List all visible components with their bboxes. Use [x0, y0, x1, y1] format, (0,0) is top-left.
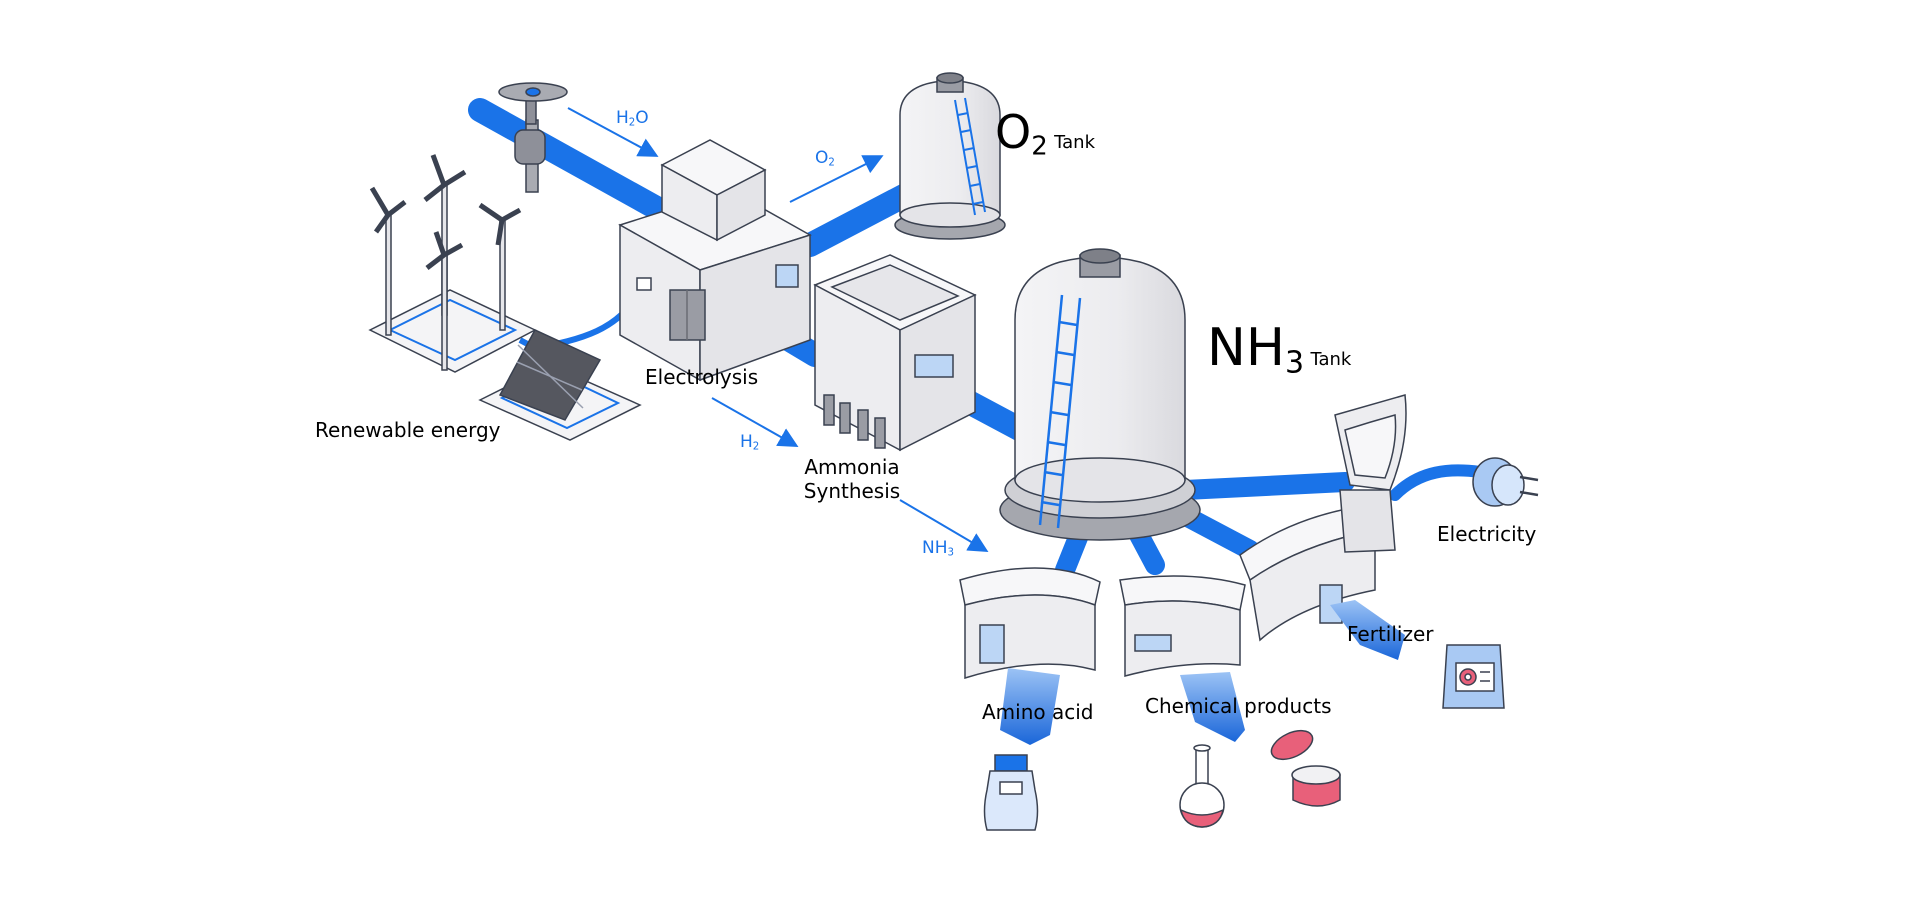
wind-turbine-icon — [478, 202, 522, 331]
o2-tank-label: O2 Tank — [995, 105, 1095, 162]
nh3-tank-word: Tank — [1310, 349, 1352, 370]
flow-arrows — [567, 107, 989, 553]
h2o-a: H — [616, 108, 629, 128]
h2-flow-label: H2 — [740, 432, 759, 453]
chemical-plant — [1119, 575, 1246, 677]
o2-a: O — [815, 148, 829, 168]
o2-flow-label: O2 — [815, 148, 835, 169]
ammonia-synthesis-building — [813, 254, 977, 452]
ammonia-synthesis-label: Ammonia Synthesis — [802, 455, 902, 503]
o2-pipe — [798, 178, 927, 257]
fertilizer-label: Fertilizer — [1347, 622, 1434, 646]
ladder — [1038, 294, 1082, 529]
renewable-energy-label: Renewable energy — [315, 418, 501, 442]
product-arrows — [1000, 600, 1405, 745]
faucet-icon — [498, 82, 568, 193]
bottle-icon — [983, 754, 1039, 831]
fertilizer-bag-icon — [1442, 644, 1505, 709]
power-plant — [1334, 394, 1407, 553]
electric-plug-icon — [1472, 457, 1539, 507]
water-pipe — [468, 98, 672, 222]
amino-acid-plant — [959, 567, 1101, 680]
h2o-b: O — [635, 108, 649, 128]
chemical-products-label: Chemical products — [1145, 694, 1332, 718]
electricity-label: Electricity — [1437, 522, 1537, 546]
o2-sub: 2 — [828, 157, 835, 169]
wind-turbine-icon — [369, 186, 407, 336]
arrow-to-fertilizer — [1330, 600, 1405, 660]
h2-arrow — [711, 397, 799, 447]
arrow-to-chemical-products — [1180, 672, 1245, 742]
nh3-flow-label: NH3 — [922, 538, 954, 559]
o2-tank-symbol: O — [995, 105, 1032, 159]
wind-farm — [368, 154, 537, 373]
h2o-arrow — [567, 107, 659, 157]
o2-tank — [894, 72, 1006, 240]
flask-icon — [1179, 744, 1225, 828]
o2-arrow — [789, 155, 884, 203]
h2-a: H — [740, 432, 753, 452]
solar-panel — [478, 329, 642, 441]
arrow-to-amino-acid — [1000, 668, 1060, 745]
electrolysis-building — [618, 139, 812, 382]
h2o-flow-label: H2O — [616, 108, 649, 129]
ammonia-label-line2: Synthesis — [803, 479, 901, 503]
nh3-tank — [999, 248, 1201, 541]
h2o-sub: 2 — [628, 117, 636, 129]
nh3-tank-subscript: 3 — [1285, 345, 1305, 381]
power-cable — [1389, 464, 1486, 501]
nh3-arrow — [899, 499, 989, 553]
amino-acid-label: Amino acid — [982, 700, 1094, 724]
ladder — [954, 97, 986, 216]
wind-turbine-icon — [425, 231, 464, 371]
nh3-sub: 3 — [947, 547, 954, 559]
ammonia-label-line1: Ammonia — [804, 455, 900, 479]
h2-sub: 2 — [752, 441, 760, 453]
o2-tank-subscript: 2 — [1031, 131, 1048, 162]
electrolysis-label: Electrolysis — [645, 365, 759, 389]
nh3-tank-label: NH3 Tank — [1207, 318, 1351, 381]
cream-jar-icon — [1270, 729, 1341, 807]
pipe-to-power-plant — [1175, 472, 1355, 500]
nh3-tank-symbol: NH — [1207, 318, 1285, 378]
o2-tank-word: Tank — [1054, 132, 1096, 153]
nh3-a: NH — [922, 538, 948, 558]
